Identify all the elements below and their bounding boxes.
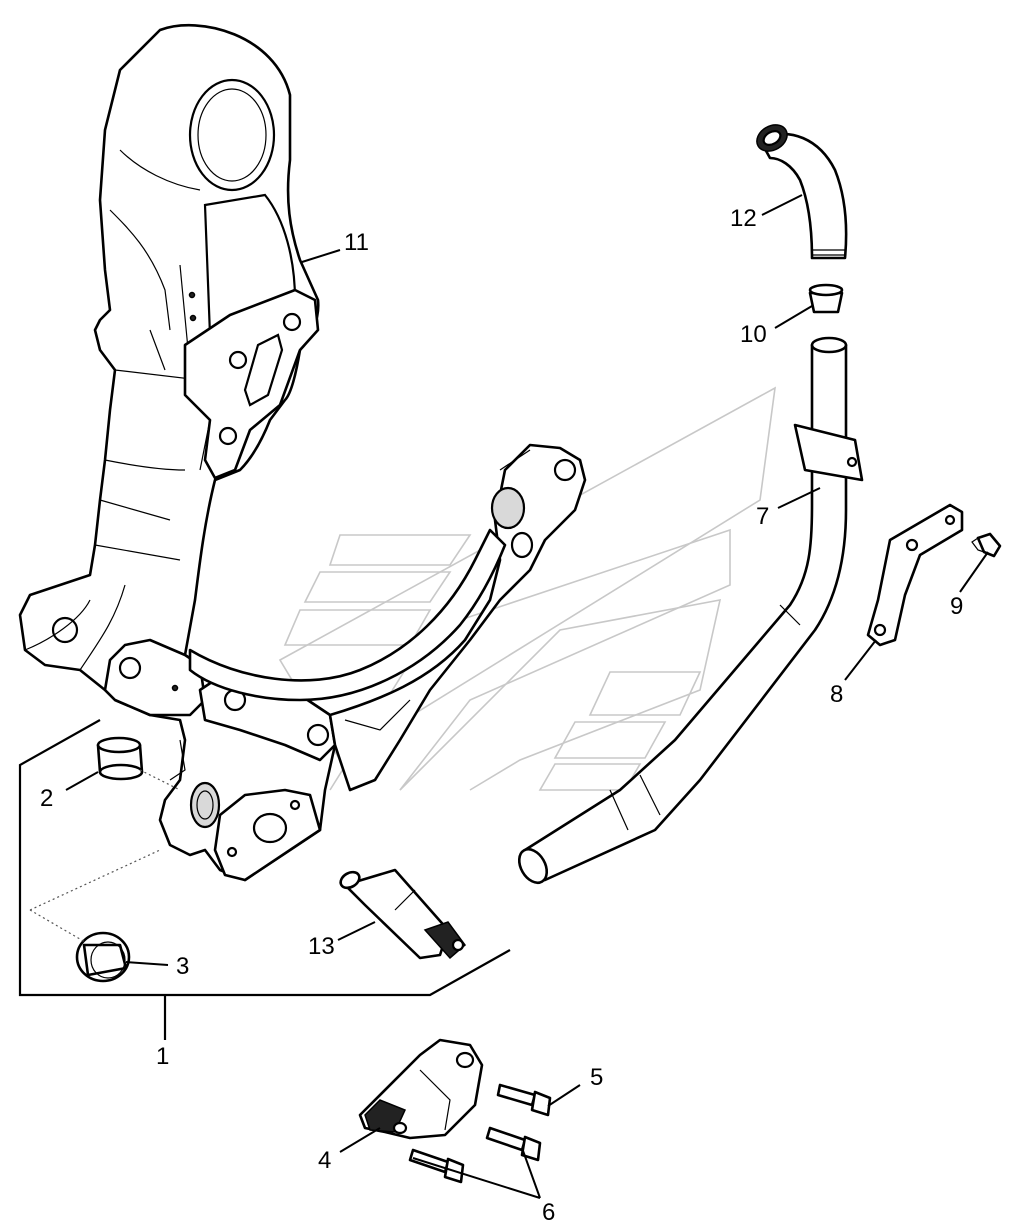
- callout-3: 3: [176, 953, 189, 980]
- callout-12: 12: [730, 205, 757, 232]
- part-13-pin: [339, 868, 467, 960]
- part-10-plug: [808, 283, 844, 314]
- callout-7: 7: [756, 503, 769, 530]
- callout-9: 9: [950, 593, 963, 620]
- callout-4: 4: [318, 1147, 331, 1174]
- leader-lines: [65, 194, 989, 1199]
- part-8-bracket: [866, 503, 964, 647]
- callout-11: 11: [344, 229, 369, 256]
- part-12-elbow: [756, 124, 848, 260]
- part-7-tube: [517, 336, 864, 885]
- callout-6: 6: [542, 1199, 555, 1226]
- part-2-bushing: [96, 736, 144, 781]
- callout-2: 2: [40, 785, 53, 812]
- callout-13: 13: [308, 933, 335, 960]
- part-4-housing: [358, 1038, 484, 1140]
- callout-labels: 1 2 3 4 5 6 7 8 9 10 11 12 13: [40, 205, 963, 1226]
- alignment-lines: [29, 769, 181, 943]
- secondary-arm: [188, 443, 587, 792]
- callout-10: 10: [740, 321, 767, 348]
- part-5-bolt: [496, 1083, 552, 1117]
- part-11-main-arm: [18, 23, 337, 882]
- part-3-flanged-bushing: [75, 931, 131, 983]
- part-9-bolt: [971, 532, 1002, 558]
- callout-5: 5: [590, 1064, 603, 1091]
- callout-1: 1: [156, 1043, 169, 1070]
- assembly-bracket: [18, 719, 511, 1040]
- callout-8: 8: [830, 681, 843, 708]
